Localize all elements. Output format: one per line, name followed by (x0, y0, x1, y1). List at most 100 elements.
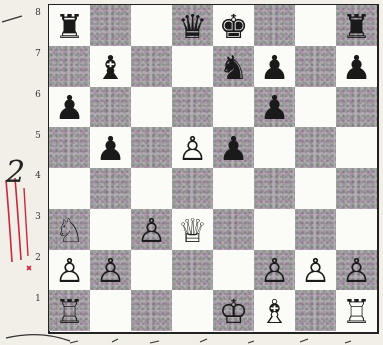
rank-label-7: 7 (32, 49, 44, 59)
square-b6[interactable] (90, 87, 131, 128)
handwritten-number: 2 (5, 155, 25, 190)
square-g6[interactable] (295, 87, 336, 128)
rank-label-6: 6 (32, 90, 44, 100)
square-b2[interactable]: ♙ (90, 250, 131, 291)
square-f3[interactable] (254, 209, 295, 250)
square-b4[interactable] (90, 168, 131, 209)
white-queen-icon[interactable]: ♕ (178, 214, 208, 247)
square-e6[interactable] (213, 87, 254, 128)
square-g4[interactable] (295, 168, 336, 209)
square-g2[interactable]: ♙ (295, 250, 336, 291)
square-f7[interactable]: ♟ (254, 46, 295, 87)
square-c4[interactable] (131, 168, 172, 209)
square-f5[interactable] (254, 127, 295, 168)
black-knight-icon[interactable]: ♞ (219, 51, 249, 84)
square-e4[interactable] (213, 168, 254, 209)
square-c3[interactable]: ♙ (131, 209, 172, 250)
square-h1[interactable]: ♖ (336, 290, 377, 331)
black-rook-icon[interactable]: ♜ (55, 10, 85, 43)
black-rook-icon[interactable]: ♜ (342, 10, 372, 43)
square-f1[interactable]: ♗ (254, 290, 295, 331)
square-h7[interactable]: ♟ (336, 46, 377, 87)
square-c6[interactable] (131, 87, 172, 128)
rank-label-4: 4 (32, 171, 44, 181)
square-h6[interactable] (336, 87, 377, 128)
white-rook-icon[interactable]: ♖ (342, 295, 372, 328)
black-pawn-icon[interactable]: ♟ (96, 132, 126, 165)
square-d8[interactable]: ♛ (172, 5, 213, 46)
square-e1[interactable]: ♔ (213, 290, 254, 331)
white-pawn-icon[interactable]: ♙ (260, 254, 290, 287)
square-d4[interactable] (172, 168, 213, 209)
square-b5[interactable]: ♟ (90, 127, 131, 168)
square-c2[interactable] (131, 250, 172, 291)
square-d1[interactable] (172, 290, 213, 331)
square-b7[interactable]: ♝ (90, 46, 131, 87)
square-a7[interactable] (49, 46, 90, 87)
square-a1[interactable]: ♖ (49, 290, 90, 331)
white-pawn-icon[interactable]: ♙ (55, 254, 85, 287)
square-h5[interactable] (336, 127, 377, 168)
white-pawn-icon[interactable]: ♙ (96, 254, 126, 287)
square-f6[interactable]: ♟ (254, 87, 295, 128)
square-a4[interactable] (49, 168, 90, 209)
square-e8[interactable]: ♚ (213, 5, 254, 46)
square-h3[interactable] (336, 209, 377, 250)
square-g5[interactable] (295, 127, 336, 168)
square-b3[interactable] (90, 209, 131, 250)
square-h4[interactable] (336, 168, 377, 209)
square-b8[interactable] (90, 5, 131, 46)
square-d5[interactable]: ♙ (172, 127, 213, 168)
square-g8[interactable] (295, 5, 336, 46)
square-c7[interactable] (131, 46, 172, 87)
black-king-icon[interactable]: ♚ (219, 10, 249, 43)
black-bishop-icon[interactable]: ♝ (96, 51, 126, 84)
square-e3[interactable] (213, 209, 254, 250)
square-c1[interactable] (131, 290, 172, 331)
black-queen-icon[interactable]: ♛ (178, 10, 208, 43)
square-h2[interactable]: ♙ (336, 250, 377, 291)
square-h8[interactable]: ♜ (336, 5, 377, 46)
white-bishop-icon[interactable]: ♗ (260, 295, 290, 328)
square-f2[interactable]: ♙ (254, 250, 295, 291)
white-pawn-icon[interactable]: ♙ (342, 254, 372, 287)
black-pawn-icon[interactable]: ♟ (219, 132, 249, 165)
square-g1[interactable] (295, 290, 336, 331)
square-d7[interactable] (172, 46, 213, 87)
rank-label-1: 1 (32, 294, 44, 304)
white-rook-icon[interactable]: ♖ (55, 295, 85, 328)
black-pawn-icon[interactable]: ♟ (55, 91, 85, 124)
square-d3[interactable]: ♕ (172, 209, 213, 250)
square-c8[interactable] (131, 5, 172, 46)
black-pawn-icon[interactable]: ♟ (260, 91, 290, 124)
square-a6[interactable]: ♟ (49, 87, 90, 128)
red-stroke-2 (15, 178, 21, 260)
square-g7[interactable] (295, 46, 336, 87)
square-e5[interactable]: ♟ (213, 127, 254, 168)
white-king-icon[interactable]: ♔ (219, 295, 249, 328)
square-f4[interactable] (254, 168, 295, 209)
black-pawn-icon[interactable]: ♟ (260, 51, 290, 84)
square-d2[interactable] (172, 250, 213, 291)
square-a2[interactable]: ♙ (49, 250, 90, 291)
square-c5[interactable] (131, 127, 172, 168)
square-a8[interactable]: ♜ (49, 5, 90, 46)
square-a3[interactable]: ♘ (49, 209, 90, 250)
square-g3[interactable] (295, 209, 336, 250)
rank-label-3: 3 (32, 212, 44, 222)
square-f8[interactable] (254, 5, 295, 46)
white-pawn-icon[interactable]: ♙ (178, 132, 208, 165)
square-e2[interactable] (213, 250, 254, 291)
white-pawn-icon[interactable]: ♙ (137, 214, 167, 247)
white-pawn-icon[interactable]: ♙ (301, 254, 331, 287)
square-b1[interactable] (90, 290, 131, 331)
white-knight-icon[interactable]: ♘ (55, 214, 85, 247)
red-stroke-1 (6, 180, 12, 262)
black-pawn-icon[interactable]: ♟ (342, 51, 372, 84)
square-e7[interactable]: ♞ (213, 46, 254, 87)
square-d6[interactable] (172, 87, 213, 128)
rank-label-8: 8 (32, 8, 44, 18)
square-a5[interactable] (49, 127, 90, 168)
rank-label-2: 2 (32, 253, 44, 263)
